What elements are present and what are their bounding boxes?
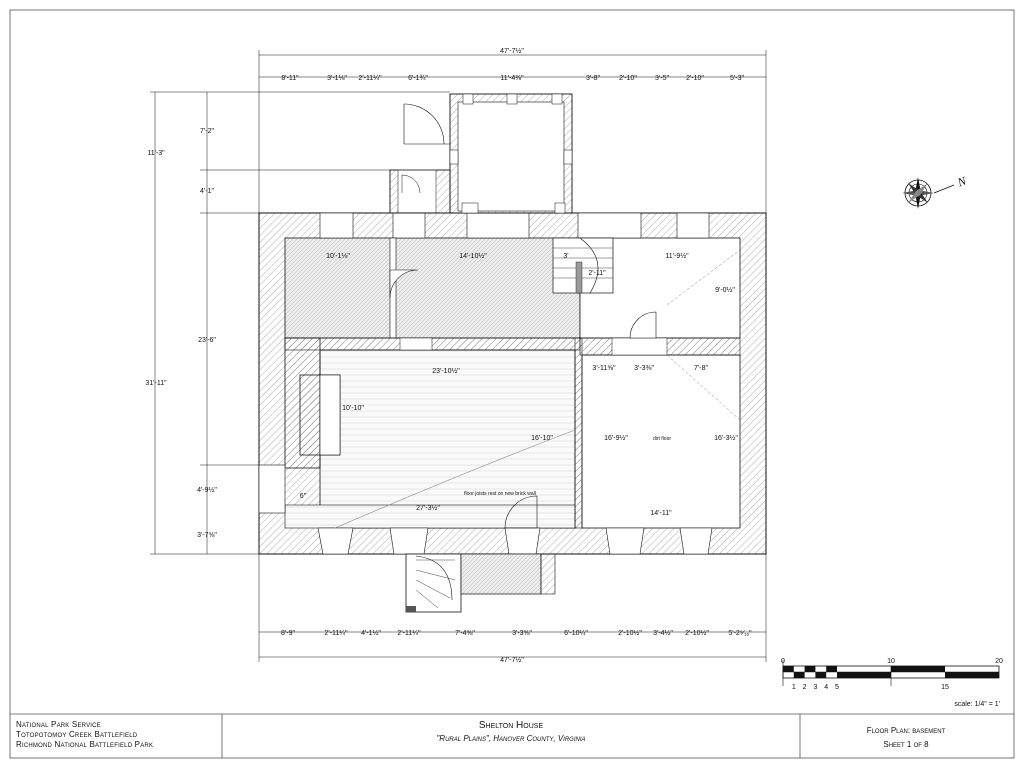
building-plan (258, 93, 767, 613)
top-seg-7: 2'-10" (619, 75, 637, 82)
sheet-border (9, 9, 1015, 759)
dim-offset-6: 6" (300, 493, 307, 500)
scale-label-0: 0 (781, 658, 785, 665)
dim-main-room-depth: 16'-10" (531, 435, 553, 442)
northwest-entry (389, 103, 451, 214)
left-inner-3: 23'-6" (198, 337, 216, 344)
dim-south-depth-right: 16'-3½" (714, 434, 738, 442)
bottom-seg-4: 2'-11¼" (397, 630, 421, 637)
scale-label-1: 1 (792, 684, 796, 691)
drawing-title: Floor Plan: basement (867, 726, 946, 735)
building-name: Shelton House (479, 720, 544, 731)
north-annex (449, 93, 573, 214)
agency-line-2: Totopotomoy Creek Battlefield (16, 730, 138, 739)
dim-hall-width: 14'-10½" (459, 252, 487, 260)
bottom-seg-8: 2'-10½" (618, 629, 642, 637)
dim-main-room-width: 23'-10½" (432, 367, 460, 375)
top-seg-2: 3'-1⅛" (327, 75, 347, 82)
dimension-lines (150, 50, 767, 662)
door-swing-south-entry (504, 495, 538, 529)
bottom-seg-1: 8'-9" (281, 630, 295, 637)
bottom-seg-3: 4'-1½" (361, 629, 381, 637)
dim-south-seg-3: 7'-8" (694, 365, 708, 372)
top-seg-1: 8'-11" (281, 75, 299, 82)
top-seg-10: 5'-3" (730, 75, 744, 82)
bottom-seg-11: 5'-2⁹⁄₁₆" (728, 630, 752, 637)
top-seg-6: 3'-8" (586, 75, 600, 82)
agency-line-3: Richmond National Battlefield Park (16, 740, 153, 749)
dim-stair-depth: 2'-11" (588, 270, 606, 277)
dim-north-right-room-depth: 9'-0½" (715, 286, 735, 294)
dim-hearth-width: 10'-10" (342, 405, 364, 412)
dim-north-right-room-width: 11'-9½" (665, 252, 689, 260)
dim-south-seg-2: 3'-3⅜" (634, 365, 654, 372)
top-seg-5: 11'-4⅜" (500, 75, 524, 82)
scale-label-4: 4 (824, 684, 828, 691)
top-seg-9: 2'-10" (686, 75, 704, 82)
dim-main-room-bottom: 27'-3½" (416, 504, 440, 512)
overall-width-bottom: 47'-7½" (500, 656, 524, 664)
top-seg-4: 6'-1¾" (408, 75, 428, 82)
left-outer-1: 11'-3" (147, 150, 165, 157)
overall-width-top: 47'-7½" (500, 47, 524, 55)
dim-south-depth-left: 16'-9½" (604, 434, 628, 442)
left-inner-4: 4'-9½" (197, 486, 217, 494)
scale-ratio: scale: 1/4" = 1' (954, 701, 1000, 708)
scale-label-10: 10 (887, 658, 895, 665)
scale-label-3: 3 (813, 684, 817, 691)
building-location: "Rural Plains", Hanover County, Virginia (436, 734, 585, 743)
title-block: National Park Service Totopotomoy Creek … (10, 713, 1014, 758)
scale-label-2: 2 (803, 684, 807, 691)
left-inner-2: 4'-1" (200, 188, 214, 195)
dim-south-seg-1: 3'-11⅝" (592, 365, 616, 372)
dim-north-left-room: 10'-1⅛" (326, 253, 350, 260)
sheet-number: Sheet 1 of 8 (883, 740, 929, 749)
bottom-seg-2: 2'-11¼" (324, 630, 348, 637)
agency-line-1: National Park Service (16, 720, 101, 729)
top-seg-8: 3'-5" (655, 75, 669, 82)
north-label: N (955, 173, 969, 190)
dimension-labels: 47'-7½" 8'-11" 3'-1⅛" 2'-11¼" 6'-1¾" 11'… (145, 47, 752, 664)
left-outer-2: 31'-11" (145, 380, 167, 387)
note-dirt-floor: dirt floor (653, 436, 671, 442)
north-stair (552, 237, 614, 294)
bottom-seg-6: 3'-3⅝" (512, 630, 532, 637)
dim-stair-width: 3' (563, 253, 568, 260)
scale-label-5: 5 (835, 684, 839, 691)
door-swing-hall (389, 269, 419, 299)
scale-label-20: 20 (995, 658, 1003, 665)
bottom-seg-5: 7'-4⅝" (455, 630, 475, 637)
scale-label-15: 15 (941, 684, 949, 691)
top-seg-3: 2'-11¼" (358, 75, 382, 82)
bottom-seg-9: 3'-4½" (653, 629, 673, 637)
door-swing-north-room (629, 311, 657, 339)
note-floor-joists: floor joists rest on new brick wall (464, 491, 536, 497)
dim-south-room-width: 14'-11" (650, 510, 672, 517)
bottom-seg-10: 2'-10½" (685, 629, 709, 637)
north-arrow-icon: N (902, 173, 969, 209)
south-stair (405, 553, 556, 613)
left-inner-5: 3'-7⅝" (197, 532, 217, 539)
scale-bar: 0 10 20 1 2 3 4 5 15 scale: 1/4" = 1' (781, 658, 1003, 708)
bottom-seg-7: 6'-10¼" (564, 630, 588, 637)
left-inner-1: 7'-2" (200, 128, 214, 135)
